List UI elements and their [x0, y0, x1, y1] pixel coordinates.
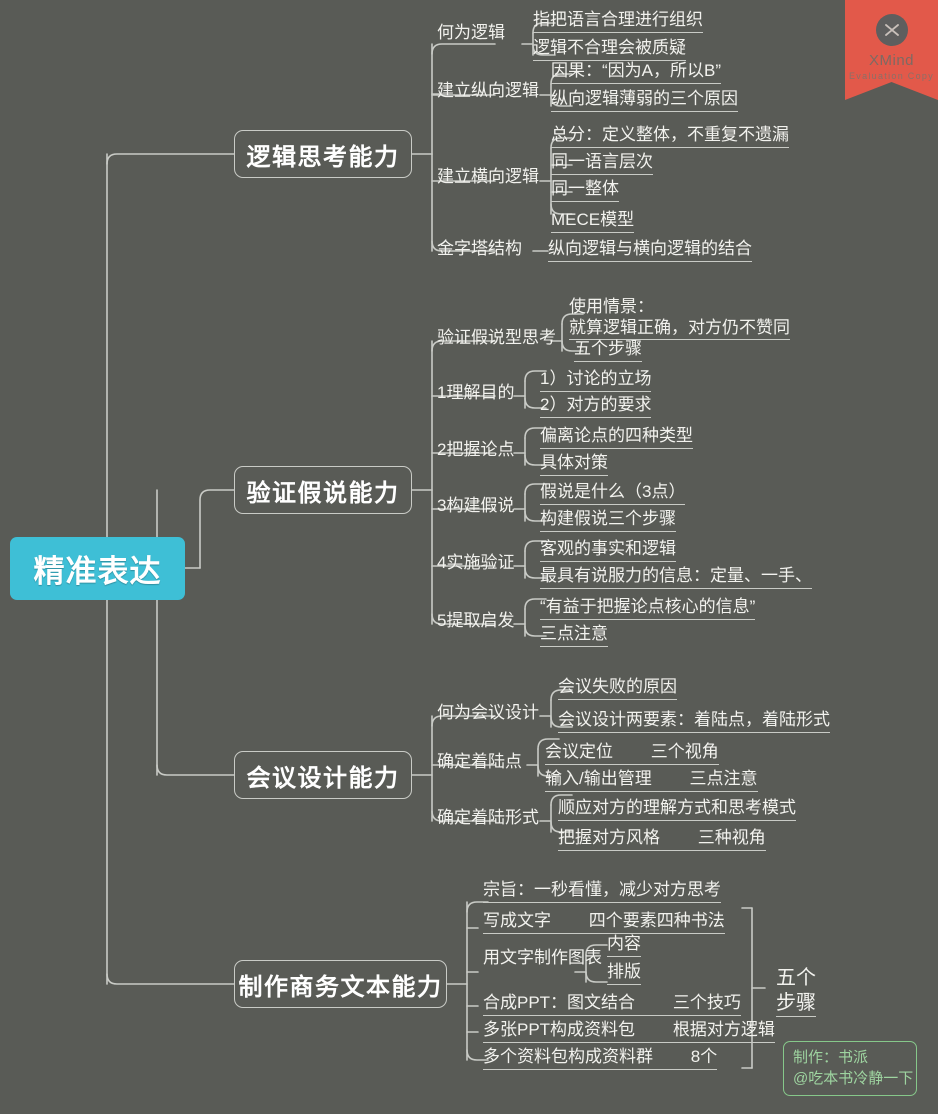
sub-node[interactable]: 5提取启发: [437, 611, 515, 630]
leaf-node[interactable]: 纵向逻辑薄弱的三个原因: [551, 89, 738, 112]
root-node[interactable]: 精准表达: [10, 537, 185, 600]
branch-node-hypothesis[interactable]: 验证假说能力: [234, 466, 412, 514]
leaf-node[interactable]: MECE模型: [551, 210, 635, 233]
leaf-node[interactable]: 写成文字 四个要素四种书法: [483, 911, 725, 934]
leaf-node[interactable]: 内容: [607, 934, 641, 957]
leaf-node[interactable]: 逻辑不合理会被质疑: [533, 38, 686, 61]
leaf-node[interactable]: 1）讨论的立场: [540, 369, 652, 392]
leaf-node[interactable]: 五个步骤: [574, 339, 642, 362]
leaf-node[interactable]: 把握对方风格 三种视角: [558, 828, 766, 851]
sub-node[interactable]: 何为逻辑: [437, 23, 505, 42]
leaf-node[interactable]: 排版: [607, 962, 641, 985]
leaf-node[interactable]: 指把语言合理进行组织: [533, 10, 703, 33]
leaf-node[interactable]: 使用情景： 就算逻辑正确，对方仍不赞同: [569, 297, 790, 341]
leaf-node[interactable]: 会议设计两要素：着陆点，着陆形式: [558, 710, 830, 733]
xmind-name: XMind: [868, 52, 915, 69]
sub-node[interactable]: 用文字制作图表: [483, 948, 602, 967]
sub-node[interactable]: 验证假说型思考: [437, 328, 556, 347]
branch-label: 制作商务文本能力: [238, 973, 443, 1001]
leaf-node[interactable]: “有益于把握论点核心的信息”: [540, 597, 756, 620]
leaf-node[interactable]: 合成PPT：图文结合 三个技巧: [483, 993, 741, 1016]
leaf-node[interactable]: 因果：“因为A，所以B”: [551, 61, 721, 84]
sub-node[interactable]: 3构建假说: [437, 496, 515, 515]
leaf-node[interactable]: 具体对策: [540, 453, 608, 476]
sub-node[interactable]: 1理解目的: [437, 383, 515, 402]
xmind-logo-icon: [875, 14, 908, 46]
sub-node[interactable]: 金字塔结构: [437, 239, 522, 258]
credit-box: 制作：书派 @吃本书冷静一下: [783, 1041, 917, 1096]
credit-line-1: 制作：书派: [793, 1049, 869, 1067]
leaf-node[interactable]: 纵向逻辑与横向逻辑的结合: [548, 239, 752, 262]
leaf-node[interactable]: 多个资料包构成资料群 8个: [483, 1047, 718, 1070]
sub-node[interactable]: 建立横向逻辑: [437, 167, 539, 186]
leaf-node[interactable]: 假说是什么（3点）: [540, 482, 686, 505]
leaf-node[interactable]: 偏离论点的四种类型: [540, 426, 693, 449]
leaf-node[interactable]: 三点注意: [540, 624, 608, 647]
leaf-node[interactable]: 最具有说服力的信息：定量、一手、: [540, 566, 812, 589]
xmind-watermark-ribbon: XMind Evaluation Copy: [845, 0, 938, 100]
sub-node[interactable]: 确定着陆形式: [437, 808, 539, 827]
branch-node-document[interactable]: 制作商务文本能力: [234, 960, 447, 1008]
sub-node[interactable]: 何为会议设计: [437, 703, 539, 722]
leaf-node[interactable]: 宗旨：一秒看懂，减少对方思考: [483, 880, 721, 903]
xmind-subtitle: Evaluation Copy: [848, 71, 935, 81]
sub-node[interactable]: 确定着陆点: [437, 752, 522, 771]
leaf-node[interactable]: 同一整体: [551, 179, 619, 202]
branch-label: 逻辑思考能力: [246, 143, 400, 171]
sub-node[interactable]: 建立纵向逻辑: [437, 81, 539, 100]
branch-node-meeting[interactable]: 会议设计能力: [234, 751, 412, 799]
leaf-node[interactable]: 总分：定义整体，不重复不遗漏: [551, 125, 789, 148]
root-label: 精准表达: [33, 554, 162, 589]
sub-node[interactable]: 4实施验证: [437, 553, 515, 572]
leaf-node[interactable]: 会议失败的原因: [558, 677, 677, 700]
leaf-node[interactable]: 2）对方的要求: [540, 395, 652, 418]
summary-label[interactable]: 五个 步骤: [776, 966, 816, 1017]
leaf-node[interactable]: 同一语言层次: [551, 152, 653, 175]
leaf-node[interactable]: 构建假说三个步骤: [540, 509, 676, 532]
leaf-node[interactable]: 客观的事实和逻辑: [540, 539, 676, 562]
sub-node[interactable]: 2把握论点: [437, 440, 515, 459]
leaf-node[interactable]: 多张PPT构成资料包 根据对方逻辑: [483, 1020, 775, 1043]
credit-line-2: @吃本书冷静一下: [793, 1069, 914, 1087]
leaf-node[interactable]: 会议定位 三个视角: [545, 742, 719, 765]
branch-label: 会议设计能力: [246, 764, 400, 792]
branch-node-logic[interactable]: 逻辑思考能力: [234, 130, 412, 178]
leaf-node[interactable]: 顺应对方的理解方式和思考模式: [558, 798, 796, 821]
leaf-node[interactable]: 输入/输出管理 三点注意: [545, 769, 758, 792]
branch-label: 验证假说能力: [246, 479, 400, 507]
